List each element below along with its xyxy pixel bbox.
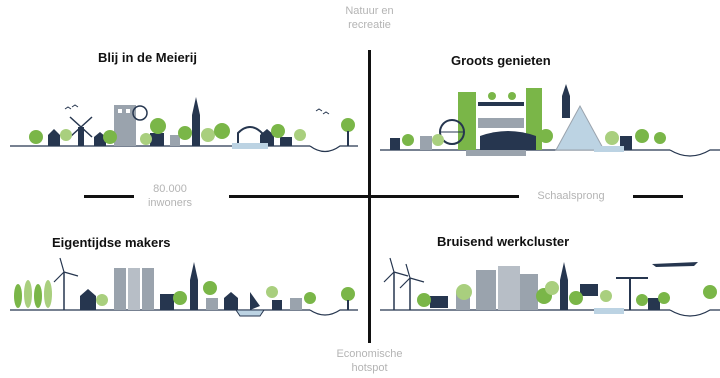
axis-top-label: Natuur en recreatie — [322, 4, 417, 32]
quadrant-title-top-right: Groots genieten — [451, 53, 551, 68]
horizontal-axis-center-segment — [229, 195, 519, 198]
axis-bottom-line-2: hotspot — [351, 362, 388, 374]
axis-bottom-label: Economische hotspot — [322, 347, 417, 375]
quadrant-title-bottom-right: Bruisend werkcluster — [437, 234, 570, 249]
axis-bottom-line-1: Economische — [336, 348, 403, 360]
scene-bottom-left-makers — [10, 257, 360, 320]
axis-right-label: Schaalsprong — [537, 190, 605, 202]
quadrant-title-bottom-left: Eigentijdse makers — [52, 235, 171, 250]
axis-left-label: 80.000 inwoners — [135, 182, 205, 210]
scene-top-right-city — [380, 84, 720, 160]
horizontal-axis-right-segment — [633, 195, 683, 198]
horizontal-axis-left-segment — [84, 195, 134, 198]
scene-top-left-village — [10, 95, 360, 155]
axis-left-line-2: inwoners — [147, 197, 193, 209]
axis-top-line-2: recreatie — [348, 19, 391, 31]
axis-top-line-1: Natuur en — [345, 5, 394, 17]
scene-bottom-right-industry — [380, 252, 720, 322]
axis-left-line-1: 80.000 — [153, 183, 187, 195]
quadrant-title-top-left: Blij in de Meierij — [98, 50, 197, 65]
